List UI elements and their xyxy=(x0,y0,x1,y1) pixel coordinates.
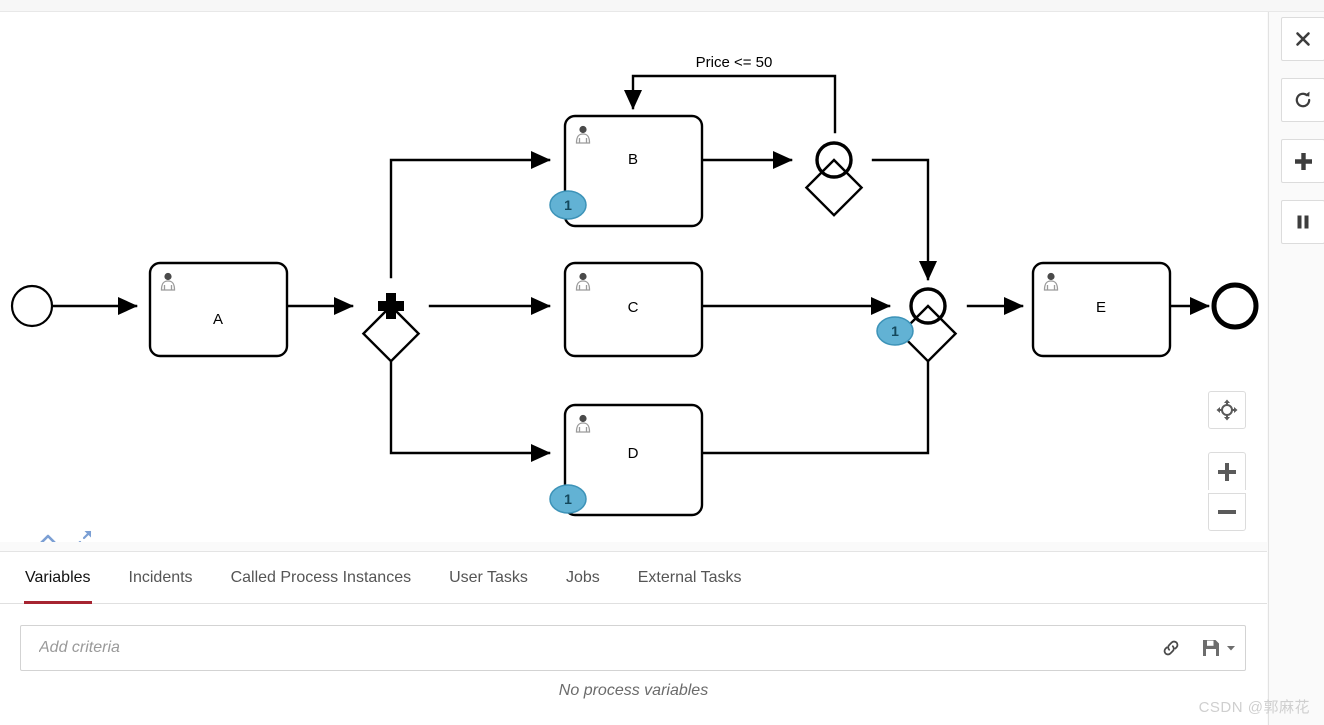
bpmn-canvas[interactable]: Price <= 50 A xyxy=(0,12,1267,542)
task-b-badge-count: 1 xyxy=(564,197,572,213)
user-task-icon xyxy=(575,414,591,433)
task-d[interactable]: D xyxy=(563,403,704,517)
crosshair-move-icon xyxy=(1216,399,1238,421)
flow-d-to-inclusive2 xyxy=(700,332,937,455)
edge-label-loop-condition: Price <= 50 xyxy=(696,54,773,71)
parallel-gateway[interactable] xyxy=(361,293,421,363)
task-c[interactable]: C xyxy=(563,261,704,358)
tab-called-process-instances[interactable]: Called Process Instances xyxy=(212,552,431,604)
task-a-label: A xyxy=(213,311,223,328)
plus-icon xyxy=(1294,152,1312,170)
reset-zoom-button[interactable] xyxy=(1208,391,1246,429)
user-task-icon xyxy=(575,272,591,291)
plus-icon xyxy=(1218,462,1236,481)
task-e[interactable]: E xyxy=(1031,261,1172,358)
top-strip xyxy=(0,0,1324,12)
close-icon xyxy=(1296,32,1310,46)
save-icon xyxy=(1202,640,1219,656)
zoom-out-button[interactable] xyxy=(1208,493,1246,531)
task-b[interactable]: B xyxy=(563,114,704,228)
end-event[interactable] xyxy=(1211,282,1259,330)
task-e-label: E xyxy=(1096,299,1106,316)
zoom-in-button[interactable] xyxy=(1208,452,1246,490)
add-variable-button[interactable] xyxy=(1281,139,1324,183)
tab-external-tasks-label: External Tasks xyxy=(637,569,742,586)
flow-gateway-to-b xyxy=(389,151,551,279)
inclusive-gateway-2[interactable] xyxy=(898,287,958,363)
tab-user-tasks-label: User Tasks xyxy=(449,569,528,586)
refresh-icon xyxy=(1295,91,1311,108)
save-filter-button[interactable] xyxy=(1191,626,1245,670)
task-c-label: C xyxy=(628,299,639,316)
tab-incidents[interactable]: Incidents xyxy=(110,552,212,604)
inclusive-gateway-2-badge-count: 1 xyxy=(891,323,899,339)
action-rail xyxy=(1268,12,1324,725)
retry-job-button[interactable] xyxy=(1281,78,1324,122)
variables-pane: No process variables xyxy=(0,604,1267,725)
sequence-flows xyxy=(51,74,1210,462)
task-b-instance-badge[interactable]: 1 xyxy=(549,190,587,220)
flow-gateway-to-d xyxy=(389,333,551,462)
empty-state-message: No process variables xyxy=(558,682,709,699)
start-event[interactable] xyxy=(10,284,54,328)
user-task-icon xyxy=(575,125,591,144)
expand-arrows-icon xyxy=(78,530,92,542)
task-b-label: B xyxy=(628,151,638,168)
minus-icon xyxy=(1218,510,1236,514)
detail-tabbar[interactable]: Variables Incidents Called Process Insta… xyxy=(0,551,1267,604)
user-task-icon xyxy=(160,272,176,291)
chevron-down-icon xyxy=(1226,646,1235,651)
tab-jobs[interactable]: Jobs xyxy=(547,552,619,604)
task-d-instance-badge[interactable]: 1 xyxy=(549,484,587,514)
tab-jobs-label: Jobs xyxy=(565,569,600,586)
tab-variables[interactable]: Variables xyxy=(6,552,110,604)
tab-variables-label: Variables xyxy=(25,569,91,586)
inclusive-gateway-2-instance-badge[interactable]: 1 xyxy=(876,316,914,346)
expand-diagram-button[interactable] xyxy=(67,525,97,542)
pause-icon xyxy=(1297,215,1309,229)
bpmn-diagram[interactable]: Price <= 50 A xyxy=(0,12,1267,542)
flow-inclusive1-to-inclusive2 xyxy=(871,158,937,281)
task-d-badge-count: 1 xyxy=(564,491,572,507)
tab-external-tasks[interactable]: External Tasks xyxy=(619,552,761,604)
user-task-icon xyxy=(1043,272,1059,291)
cancel-instance-button[interactable] xyxy=(1281,17,1324,61)
task-d-label: D xyxy=(628,445,639,462)
watermark: CSDN @郭麻花 xyxy=(1198,699,1310,716)
task-a[interactable]: A xyxy=(148,261,289,358)
flow-loop-back-to-b xyxy=(624,74,837,134)
inclusive-gateway-1[interactable] xyxy=(804,141,864,217)
tab-called-process-instances-label: Called Process Instances xyxy=(230,569,412,586)
tab-incidents-label: Incidents xyxy=(128,569,193,586)
criteria-input[interactable] xyxy=(21,626,1151,670)
chevron-up-icon xyxy=(40,534,56,542)
collapse-diagram-button[interactable] xyxy=(33,525,63,542)
copy-link-button[interactable] xyxy=(1151,626,1191,670)
link-icon xyxy=(1163,640,1179,656)
tab-user-tasks[interactable]: User Tasks xyxy=(430,552,547,604)
suspend-instance-button[interactable] xyxy=(1281,200,1324,244)
criteria-bar[interactable] xyxy=(20,625,1246,671)
